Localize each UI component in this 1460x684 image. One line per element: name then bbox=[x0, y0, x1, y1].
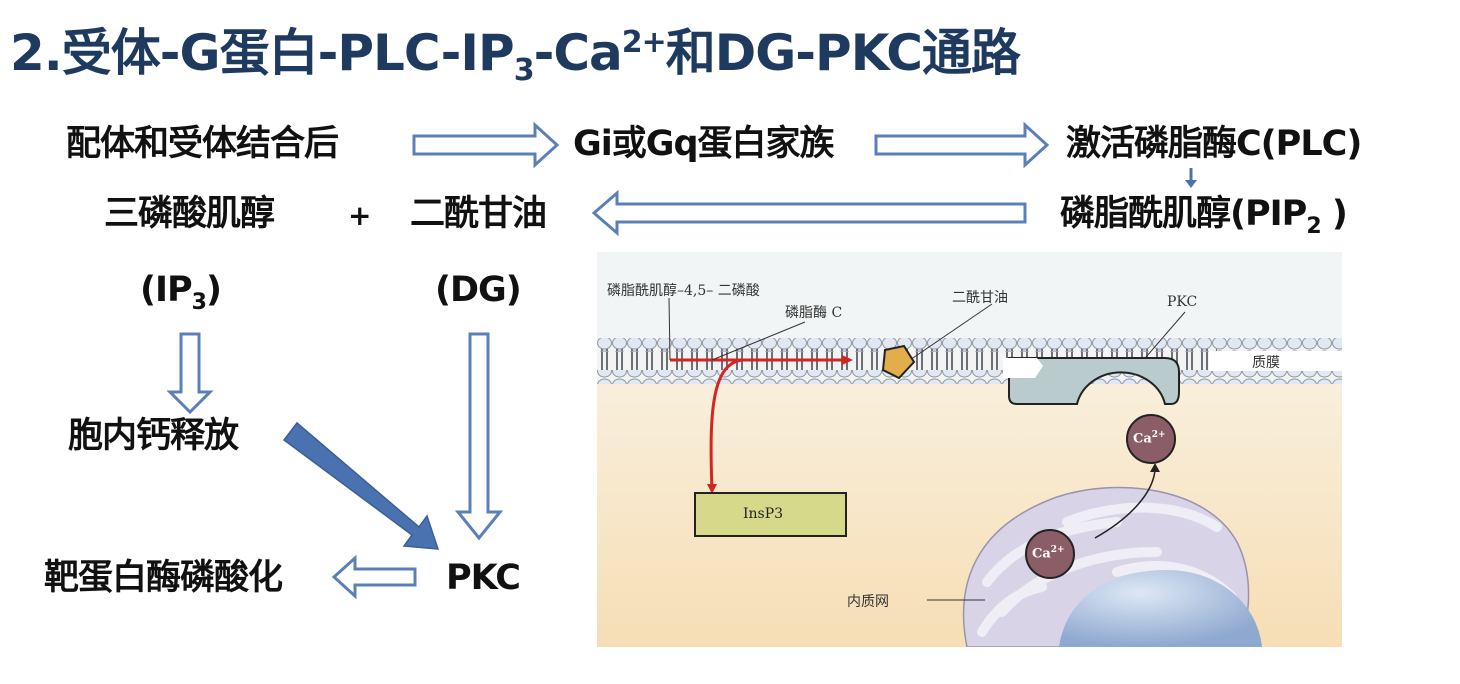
calcium-ion-cytosol bbox=[1126, 414, 1176, 464]
calcium-release-arrow bbox=[1094, 469, 1156, 539]
pathway-illustration: 磷脂酰肌醇–4,5– 二磷酸 磷脂酶 C 二酰甘油 PKC 质膜 InsP3 C… bbox=[597, 252, 1342, 647]
ip3-end: ) bbox=[205, 270, 222, 310]
ca-superscript: 2+ bbox=[1050, 545, 1065, 555]
pkc-protein-shape bbox=[1008, 357, 1180, 405]
pip2-main: 磷脂酰肌醇(PIP bbox=[1060, 194, 1307, 234]
arrow-left-1 bbox=[591, 189, 1027, 237]
arrow-down-small-head bbox=[1185, 180, 1197, 188]
label-calcium-cytosol: Ca2+ bbox=[1133, 430, 1166, 446]
arrow-down-ip3 bbox=[166, 332, 214, 415]
calcium-release-arrowhead bbox=[1150, 463, 1160, 472]
node-g-protein: Gi或Gq蛋白家族 bbox=[573, 124, 835, 164]
label-calcium-er: Ca2+ bbox=[1032, 545, 1065, 561]
node-target-phosphorylation: 靶蛋白酶磷酸化 bbox=[44, 558, 283, 598]
leader-pip2 bbox=[668, 297, 671, 361]
title-suffix: 和DG-PKC通路 bbox=[665, 24, 1021, 82]
pip2-end: ) bbox=[1320, 194, 1348, 234]
plus-sign: + bbox=[348, 199, 371, 232]
label-plasma-membrane: 质膜 bbox=[1252, 355, 1280, 371]
leader-pkc bbox=[1139, 311, 1186, 365]
page-title: 2.受体-G蛋白-PLC-IP3-Ca2+和DG-PKC通路 bbox=[10, 8, 1021, 106]
insp3-box bbox=[694, 492, 847, 537]
label-dg: 二酰甘油 bbox=[952, 290, 1008, 306]
arrow-down-dg bbox=[454, 332, 504, 541]
ca-superscript: 2+ bbox=[1151, 430, 1166, 440]
arrow-left-pkc bbox=[331, 554, 417, 600]
label-insp3: InsP3 bbox=[743, 506, 784, 522]
node-ip3-abbr: (IP3) bbox=[140, 268, 222, 325]
ip3-subscript: 3 bbox=[191, 290, 207, 315]
extracellular-space bbox=[597, 252, 1342, 340]
title-superscript: 2+ bbox=[621, 25, 667, 60]
leader-dg bbox=[906, 303, 993, 363]
ca-text: Ca bbox=[1133, 431, 1152, 447]
node-ip3-name: 三磷酸肌醇 bbox=[104, 194, 275, 234]
calcium-ion-er bbox=[1025, 529, 1075, 579]
illustration-canvas bbox=[597, 252, 1342, 647]
title-subscript: 3 bbox=[513, 53, 535, 88]
arrow-right-2 bbox=[874, 121, 1050, 169]
title-prefix: 2.受体-G蛋白-PLC-IP bbox=[10, 24, 515, 82]
node-pkc: PKC bbox=[446, 558, 521, 598]
node-pip2: 磷脂酰肌醇(PIP2 ) bbox=[1060, 192, 1348, 249]
label-pkc: PKC bbox=[1167, 294, 1198, 310]
pkc-binding-pocket bbox=[1003, 358, 1043, 378]
diacylglycerol-shape bbox=[881, 344, 916, 380]
nucleus bbox=[1059, 570, 1262, 647]
label-endoplasmic-reticulum: 内质网 bbox=[847, 594, 889, 610]
label-pip2: 磷脂酰肌醇–4,5– 二磷酸 bbox=[607, 283, 760, 299]
label-plc: 磷脂酶 C bbox=[785, 305, 843, 321]
leader-plc bbox=[711, 321, 806, 361]
node-dg-name: 二酰甘油 bbox=[410, 194, 547, 234]
title-mid: -Ca bbox=[533, 24, 623, 82]
node-dg-abbr: (DG) bbox=[435, 270, 522, 310]
arrow-right-1 bbox=[412, 121, 560, 169]
pip2-subscript: 2 bbox=[1306, 214, 1321, 239]
node-activate-plc: 激活磷脂酶C(PLC) bbox=[1066, 124, 1362, 164]
node-calcium-release: 胞内钙释放 bbox=[68, 416, 239, 456]
node-ligand-binding: 配体和受体结合后 bbox=[66, 124, 339, 164]
ca-text: Ca bbox=[1032, 546, 1051, 562]
plc-hydrolysis-arrow bbox=[670, 355, 853, 494]
ip3-main: (IP bbox=[140, 270, 193, 310]
arrow-diagonal-solid bbox=[282, 421, 440, 550]
